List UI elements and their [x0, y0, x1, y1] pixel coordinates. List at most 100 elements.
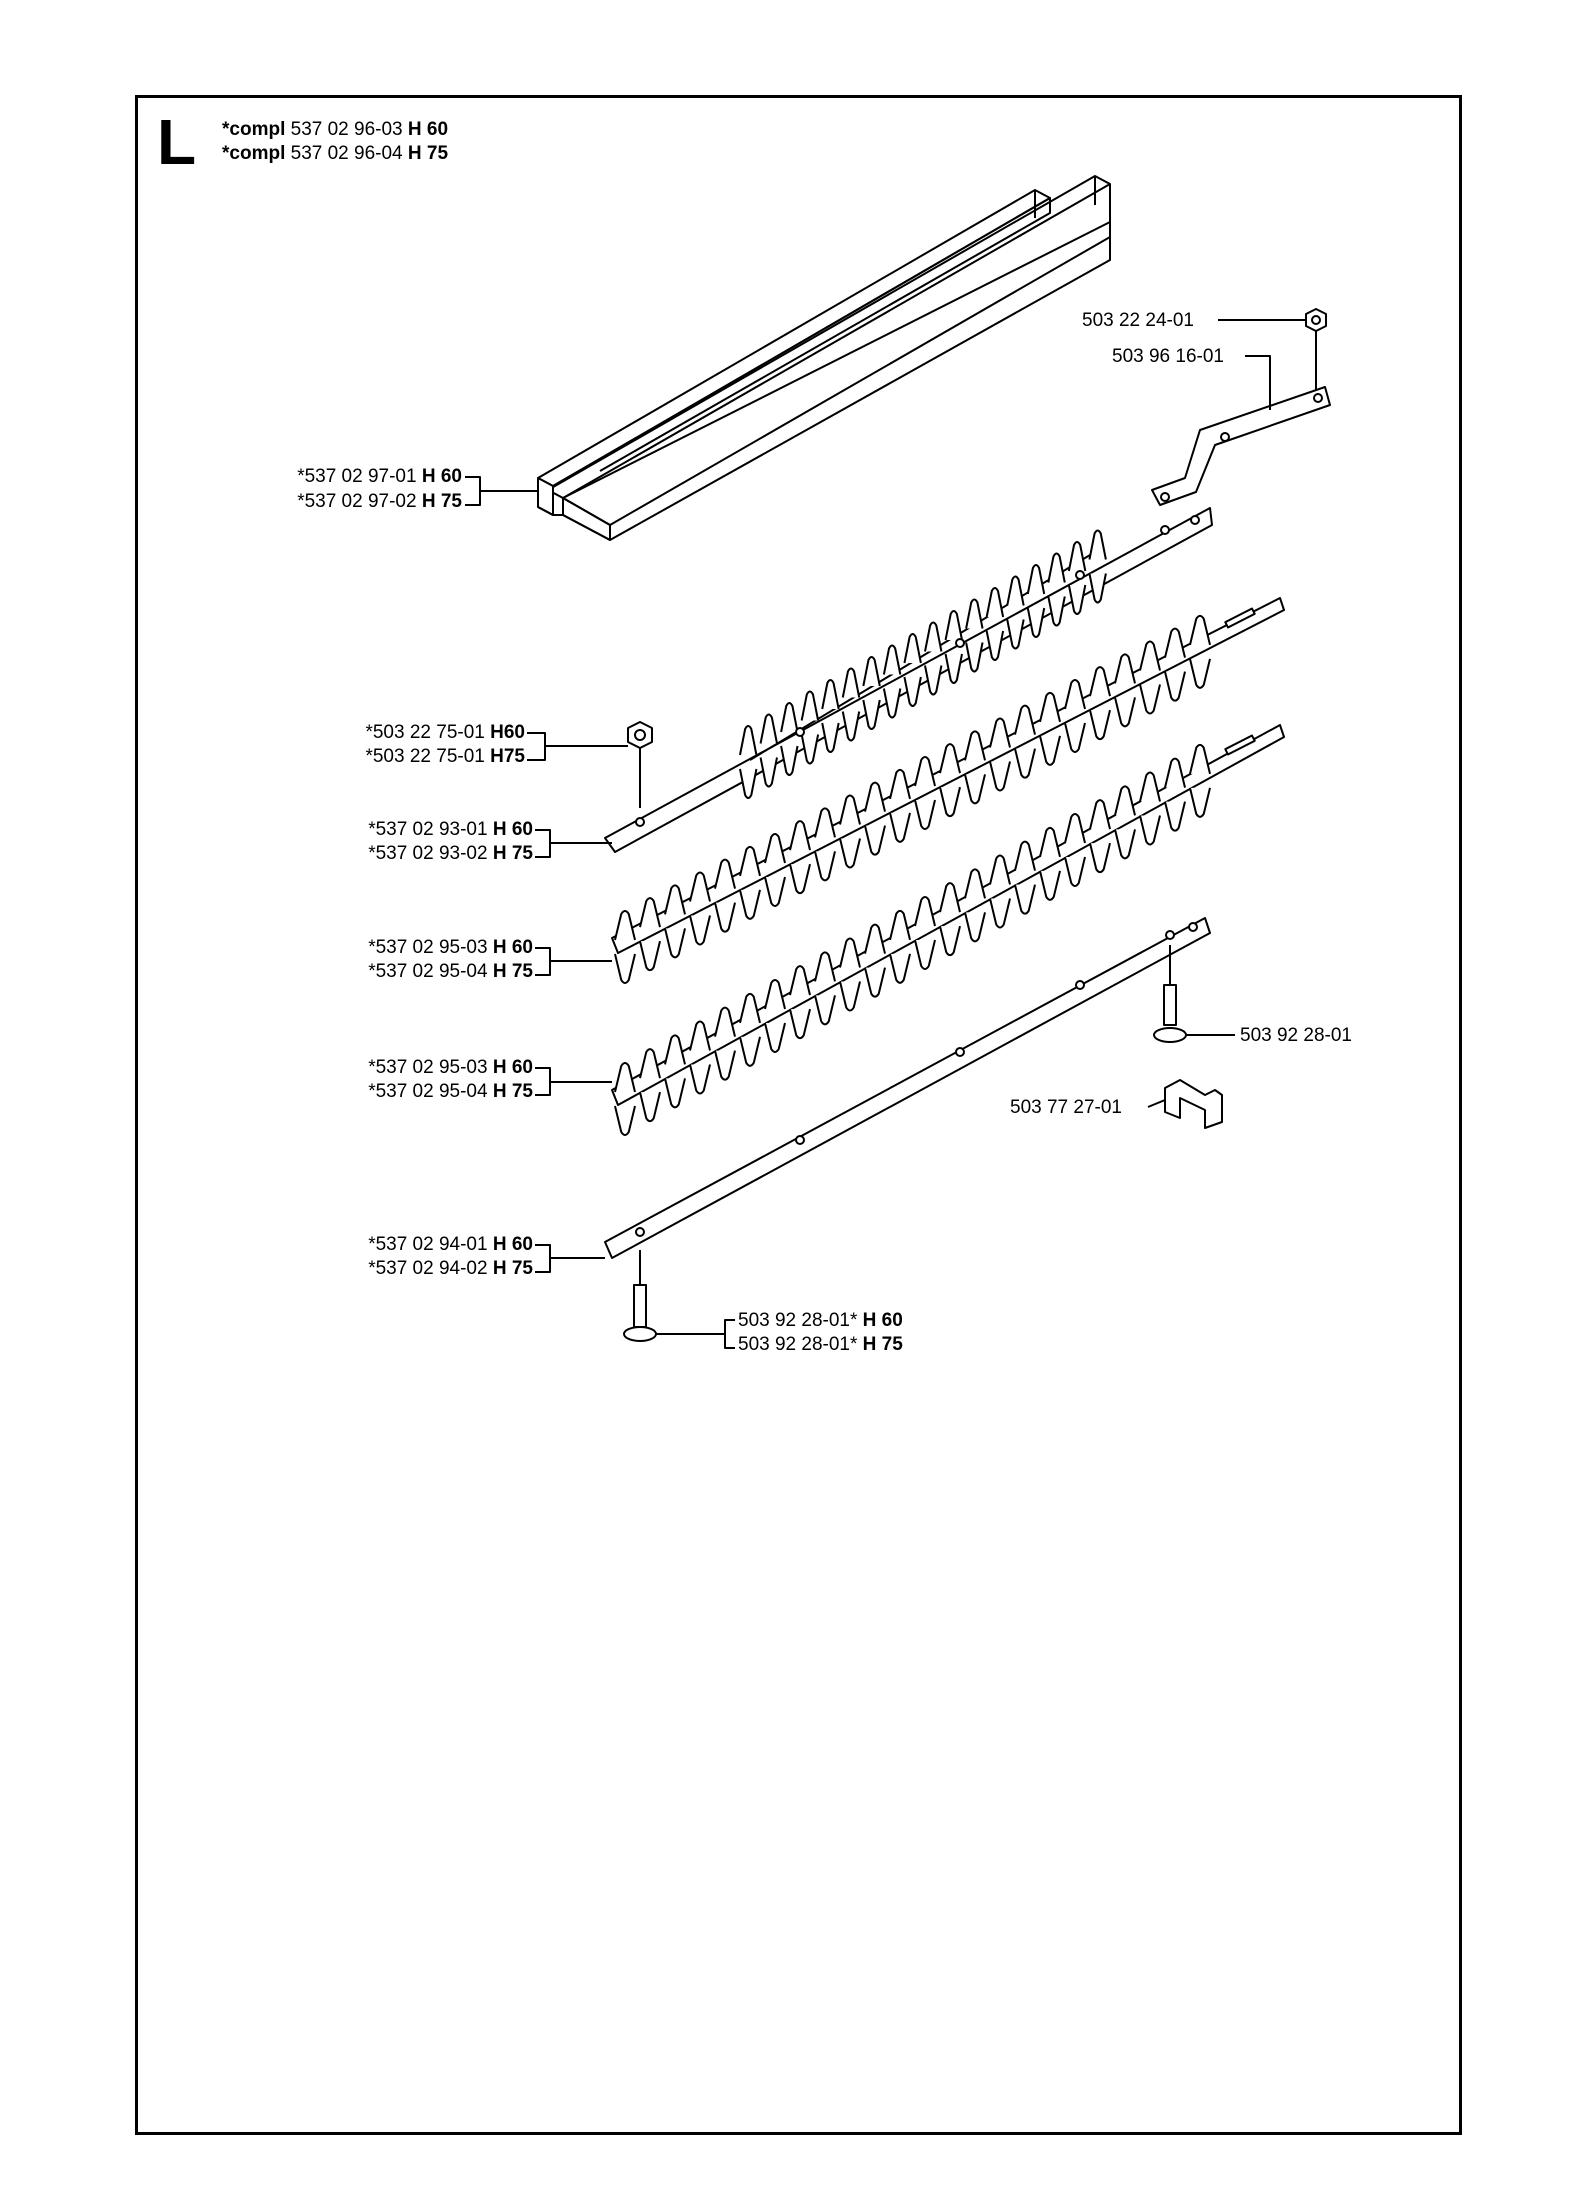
blade-tooth — [1164, 757, 1186, 788]
blade-tooth — [789, 863, 811, 895]
variant: H 60 — [492, 937, 533, 958]
variant: H 60 — [862, 1310, 903, 1331]
label-guide-rail-h60: *537 02 97-01 H 60 — [297, 467, 462, 486]
blade-tooth — [689, 1064, 711, 1095]
label-guide-rail-h75: *537 02 97-02 H 75 — [297, 492, 462, 511]
blade-tooth — [639, 897, 661, 928]
header-number: 537 02 96-03 — [290, 119, 403, 140]
blade-tooth — [1047, 552, 1066, 583]
blade-tooth — [780, 702, 799, 733]
blade-tooth — [1039, 870, 1061, 901]
blade-tooth — [1164, 801, 1186, 832]
blade-tooth — [989, 717, 1011, 748]
blade-tooth — [664, 928, 686, 959]
blade-tooth — [964, 730, 986, 761]
blade-tooth — [1089, 709, 1111, 741]
blade-tooth — [839, 838, 861, 869]
variant: H 75 — [862, 1334, 903, 1355]
blade-tooth — [1064, 856, 1086, 887]
blade-tooth — [739, 1036, 761, 1067]
part-number: *537 02 94-02 — [368, 1258, 488, 1279]
blade-tooth — [814, 807, 836, 838]
blade-tooth — [903, 633, 922, 664]
lower-bar — [604, 917, 1211, 1259]
blade-tooth — [1064, 813, 1086, 844]
blade-tooth — [664, 1034, 686, 1065]
label-screw-right: 503 92 28-01 — [1240, 1025, 1352, 1046]
blade-tooth — [764, 833, 786, 864]
part-number: *537 02 95-03 — [368, 937, 488, 958]
blade-tooth — [1047, 596, 1066, 627]
screw-right — [1153, 945, 1235, 1043]
blade-tooth — [639, 1048, 661, 1079]
blade-tooth — [689, 915, 711, 946]
blade-tooth — [759, 757, 778, 788]
blade-tooth — [964, 774, 986, 805]
blade-tooth — [914, 799, 936, 830]
variant: H 60 — [421, 466, 462, 487]
part-number: *503 22 75-01 — [365, 746, 485, 767]
part-number: *537 02 95-04 — [368, 961, 488, 982]
blade-tooth — [1139, 815, 1161, 846]
part-number: *537 02 94-01 — [368, 1234, 488, 1255]
blade-tooth — [1139, 684, 1161, 715]
blade-tooth — [841, 711, 861, 742]
clip — [1147, 1079, 1223, 1129]
blade-tooth — [789, 1008, 811, 1040]
middle-blade-2 — [611, 724, 1285, 1136]
label-link-arm: 503 96 16-01 — [1112, 346, 1224, 367]
blade-tooth — [814, 851, 836, 882]
blade-tooth — [965, 642, 984, 673]
label-middle-blade-2-h60: *537 02 95-03 H 60 — [368, 1058, 533, 1077]
blade-tooth — [780, 745, 799, 776]
blade-tooth — [985, 630, 1005, 661]
label-screw-bottom-h60: 503 92 28-01* H 60 — [738, 1311, 903, 1330]
blade-tooth — [882, 644, 902, 675]
blade-tooth — [839, 937, 861, 968]
blade-tooth — [1089, 666, 1111, 697]
blade-tooth — [821, 722, 840, 753]
middle-blade-1 — [611, 597, 1285, 984]
label-middle-blade-1-h60: *537 02 95-03 H 60 — [368, 938, 533, 957]
blade-tooth — [939, 786, 961, 818]
header-variant: H 60 — [407, 119, 449, 140]
label-screw-bottom-h75: 503 92 28-01* H 75 — [738, 1335, 903, 1354]
blade-tooth — [841, 667, 861, 698]
blade-tooth — [1067, 541, 1087, 572]
blade-tooth — [864, 825, 886, 856]
blade-tooth — [1067, 584, 1087, 615]
blade-tooth — [764, 876, 786, 907]
blade-tooth — [1114, 697, 1136, 728]
blade-tooth — [939, 882, 961, 913]
variant: H 75 — [492, 843, 533, 864]
blade-tooth — [739, 889, 761, 920]
blade-tooth — [614, 910, 636, 941]
blade-tooth — [1164, 627, 1186, 658]
part-number: 503 92 28-01* — [738, 1310, 858, 1331]
blade-tooth — [839, 794, 861, 825]
label-middle-blade-2-h75: *537 02 95-04 H 75 — [368, 1082, 533, 1101]
blade-tooth — [789, 965, 811, 996]
label-nut-top: 503 22 24-01 — [1082, 310, 1194, 331]
blade-tooth — [989, 898, 1011, 929]
part-number: *537 02 95-04 — [368, 1081, 488, 1102]
blade-tooth — [924, 665, 943, 696]
blade-tooth — [914, 756, 936, 787]
blade-tooth — [739, 725, 758, 756]
blade-tooth — [1064, 679, 1086, 710]
variant: H 75 — [492, 961, 533, 982]
blade-tooth — [989, 854, 1011, 885]
blade-tooth — [889, 909, 911, 941]
part-number: *537 02 93-01 — [368, 819, 488, 840]
header-line-h75: *compl 537 02 96-04 H 75 — [222, 144, 448, 163]
blade-tooth — [944, 653, 963, 684]
blade-tooth — [814, 951, 836, 982]
blade-tooth — [714, 1006, 736, 1037]
label-clip: 503 77 27-01 — [1010, 1097, 1122, 1118]
label-lower-bar-h75: *537 02 94-02 H 75 — [368, 1259, 533, 1278]
blade-tooth — [864, 967, 886, 998]
blade-tooth — [903, 676, 922, 707]
blade-tooth — [1026, 607, 1046, 638]
variant: H 60 — [492, 1057, 533, 1078]
